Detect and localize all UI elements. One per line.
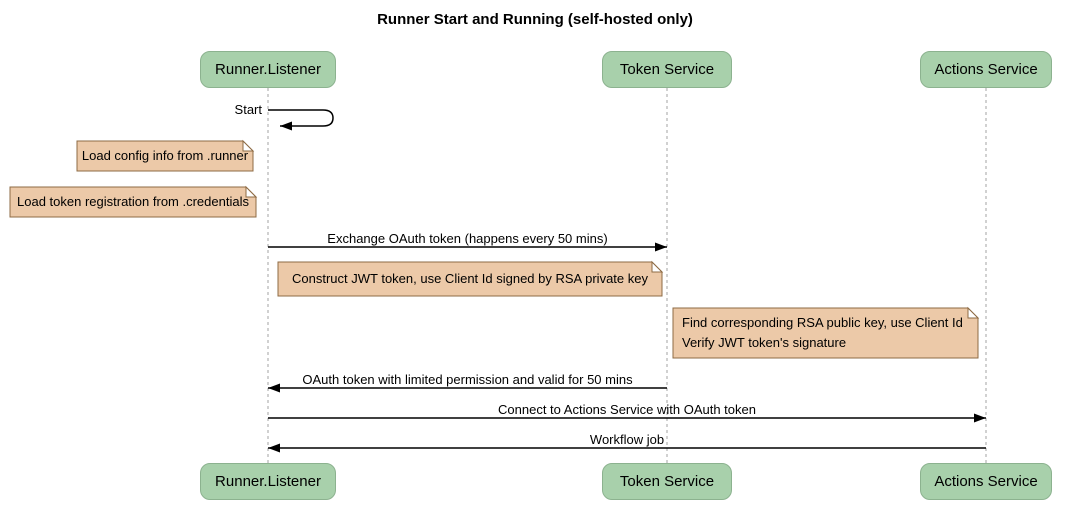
note-shape-load-config: [76, 140, 254, 172]
participant-bottom-runner-listener: Runner.Listener: [200, 463, 336, 500]
note-fold-load-config: [242, 139, 255, 152]
note-shape-construct-jwt: [277, 261, 663, 297]
note-shape-load-token: [9, 186, 257, 218]
participant-label: Token Service: [619, 473, 715, 490]
note-shape-find-rsa: [672, 307, 979, 359]
message-label-start: Start: [234, 102, 262, 117]
participant-top-token-service: Token Service: [602, 51, 732, 88]
note-construct-jwt: Construct JWT token, use Client Id signe…: [278, 262, 662, 296]
participant-bottom-token-service: Token Service: [602, 463, 732, 500]
participant-label: Token Service: [619, 61, 715, 78]
message-label-workflow-job: Workflow job: [589, 432, 665, 447]
note-load-config: Load config info from .runner: [77, 141, 253, 171]
message-label-oauth-return: OAuth token with limited permission and …: [302, 372, 633, 387]
diagram-title: Runner Start and Running (self-hosted on…: [377, 11, 693, 28]
message-label-exchange-oauth: Exchange OAuth token (happens every 50 m…: [327, 231, 608, 246]
note-line: Verify JWT token's signature: [682, 335, 847, 350]
participant-label: Runner.Listener: [215, 61, 321, 78]
participant-top-runner-listener: Runner.Listener: [200, 51, 336, 88]
note-fold-load-token: [245, 185, 258, 198]
note-line: Load config info from .runner: [81, 148, 249, 163]
participant-label: Runner.Listener: [215, 473, 321, 490]
participant-bottom-actions-service: Actions Service: [920, 463, 1052, 500]
note-line: Find corresponding RSA public key, use C…: [682, 315, 963, 330]
note-load-token: Load token registration from .credential…: [10, 187, 256, 217]
note-fold-find-rsa: [967, 306, 980, 319]
note-find-rsa: Find corresponding RSA public key, use C…: [673, 308, 978, 358]
note-line: Load token registration from .credential…: [17, 194, 249, 209]
participant-label: Actions Service: [934, 61, 1038, 78]
note-line: Construct JWT token, use Client Id signe…: [292, 271, 648, 286]
participant-label: Actions Service: [934, 473, 1038, 490]
self-message-arrow-start: [268, 109, 334, 131]
message-label-connect: Connect to Actions Service with OAuth to…: [498, 402, 756, 417]
note-fold-construct-jwt: [651, 260, 664, 273]
participant-top-actions-service: Actions Service: [920, 51, 1052, 88]
